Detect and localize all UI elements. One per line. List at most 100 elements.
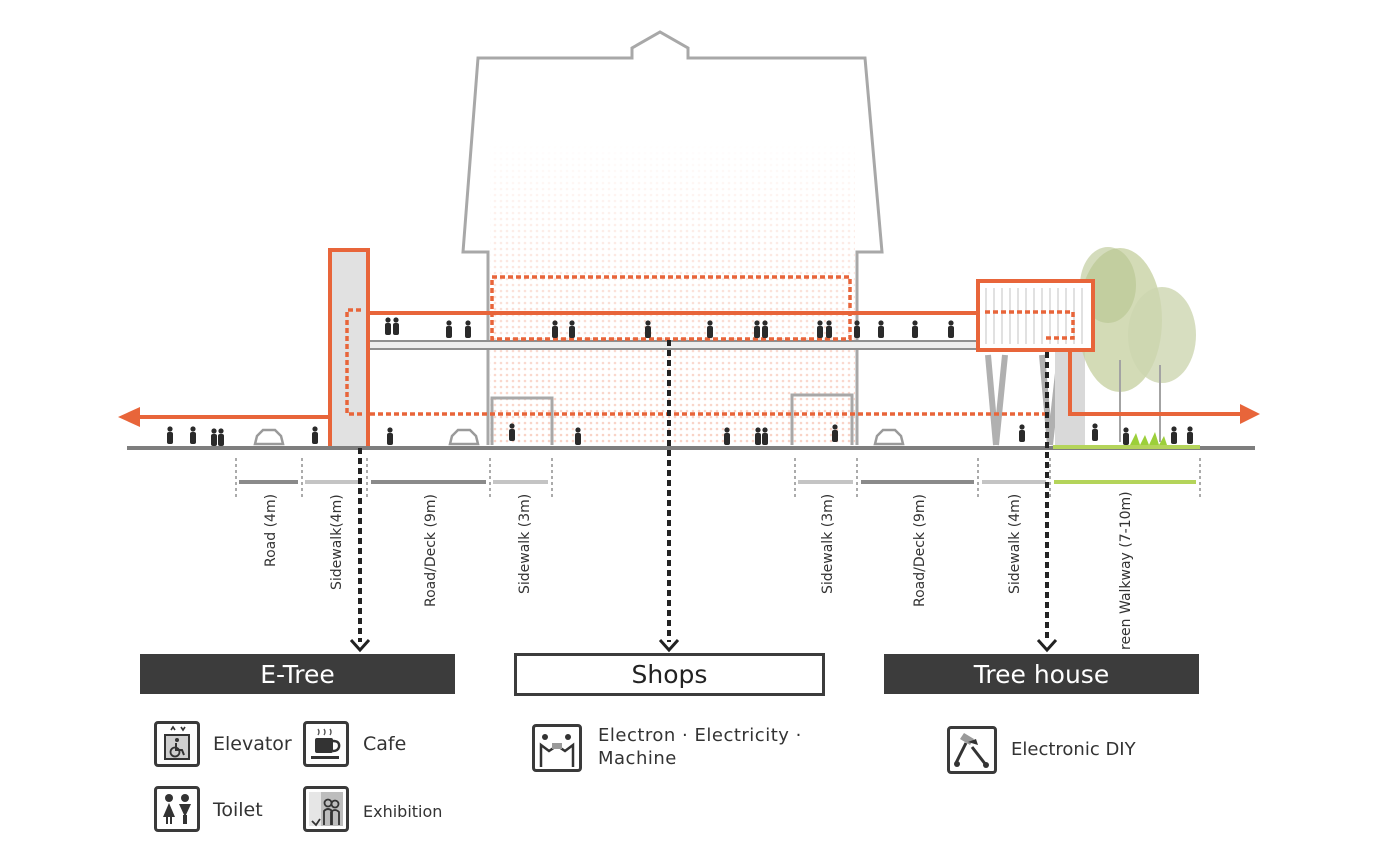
person-head <box>707 320 713 326</box>
person-body <box>1092 429 1098 441</box>
person-body <box>218 434 224 446</box>
building-outline <box>461 30 884 445</box>
building-interior-pattern <box>490 140 855 445</box>
segment-label: Road/Deck (9m) <box>423 494 439 607</box>
trees <box>1078 247 1196 442</box>
electronics-icon <box>532 724 582 772</box>
person-body <box>569 326 575 338</box>
person-head <box>465 320 471 326</box>
person-head <box>167 426 173 432</box>
person-head <box>1123 427 1129 433</box>
person-body <box>446 326 452 338</box>
person-body <box>465 326 471 338</box>
person-body <box>1171 432 1177 444</box>
pointer-lines <box>358 340 1049 642</box>
elevated-deck <box>343 340 1025 350</box>
person-head <box>385 317 391 323</box>
person-body <box>724 433 730 445</box>
person-head <box>762 427 768 433</box>
pointer-arrowheads <box>349 638 1058 653</box>
person-body <box>509 429 515 441</box>
person-body <box>854 326 860 338</box>
circulation-dotted <box>345 275 1075 416</box>
person-head <box>754 320 760 326</box>
person-body <box>1019 430 1025 442</box>
person-body <box>1187 432 1193 444</box>
shops-item-line1: Electron · Electricity · <box>598 725 802 746</box>
person-body <box>552 326 558 338</box>
person-head <box>393 317 399 323</box>
toilet-label: Toilet <box>213 799 263 821</box>
toilet-icon <box>154 786 200 832</box>
person-body <box>167 432 173 444</box>
person-head <box>1092 423 1098 429</box>
cars <box>253 428 905 446</box>
person-head <box>509 423 515 429</box>
person-head <box>645 320 651 326</box>
arrow-right <box>1240 404 1260 424</box>
circulation-solid <box>135 311 1245 419</box>
shops-header: Shops <box>514 653 825 696</box>
treehouse-item-label: Electronic DIY <box>1011 739 1136 760</box>
person-head <box>826 320 832 326</box>
person-head <box>1187 426 1193 432</box>
person-head <box>817 320 823 326</box>
segment-dividers <box>235 458 1201 497</box>
person-head <box>387 427 393 433</box>
segment-label: Sidewalk (3m) <box>820 493 836 594</box>
person-body <box>645 326 651 338</box>
shops-item-line2: Machine <box>598 748 677 769</box>
person-head <box>724 427 730 433</box>
person-body <box>707 326 713 338</box>
etree-header: E-Tree <box>140 654 455 694</box>
person-body <box>912 326 918 338</box>
arrow-left <box>118 407 140 427</box>
person-head <box>854 320 860 326</box>
person-body <box>312 432 318 444</box>
diy-tools-icon <box>947 726 997 774</box>
cafe-icon <box>303 721 349 767</box>
person-head <box>878 320 884 326</box>
person-head <box>1171 426 1177 432</box>
person-head <box>218 428 224 434</box>
person-head <box>948 320 954 326</box>
person-head <box>575 427 581 433</box>
segment-label: Road/Deck (9m) <box>912 494 928 607</box>
person-body <box>878 326 884 338</box>
person-body <box>385 323 391 335</box>
treehouse-header: Tree house <box>884 654 1199 694</box>
person-head <box>912 320 918 326</box>
person-head <box>762 320 768 326</box>
person-body <box>755 433 761 445</box>
segment-label: reen Walkway (7-10m) <box>1118 491 1134 650</box>
segment-label: Sidewalk (3m) <box>517 493 533 594</box>
person-head <box>569 320 575 326</box>
person-body <box>762 433 768 445</box>
person-body <box>817 326 823 338</box>
person-body <box>393 323 399 335</box>
person-body <box>832 430 838 442</box>
building-door-left <box>490 396 554 445</box>
treehouse-box <box>976 279 1095 352</box>
segment-label: Sidewalk(4m) <box>329 494 345 590</box>
person-body <box>762 326 768 338</box>
person-body <box>211 434 217 446</box>
person-head <box>211 428 217 434</box>
person-body <box>754 326 760 338</box>
building-door-right <box>790 393 854 445</box>
person-body <box>948 326 954 338</box>
exhibition-label: Exhibition <box>363 802 443 821</box>
cafe-label: Cafe <box>363 733 407 755</box>
person-body <box>387 433 393 445</box>
people-silhouettes <box>167 317 1193 446</box>
exhibition-icon <box>303 786 349 832</box>
person-body <box>1123 433 1129 445</box>
segment-label: Road (4m) <box>263 493 279 567</box>
person-head <box>832 424 838 430</box>
person-head <box>1019 424 1025 430</box>
segment-label: Sidewalk (4m) <box>1007 493 1023 594</box>
person-head <box>446 320 452 326</box>
grass <box>1130 432 1167 445</box>
person-head <box>190 426 196 432</box>
